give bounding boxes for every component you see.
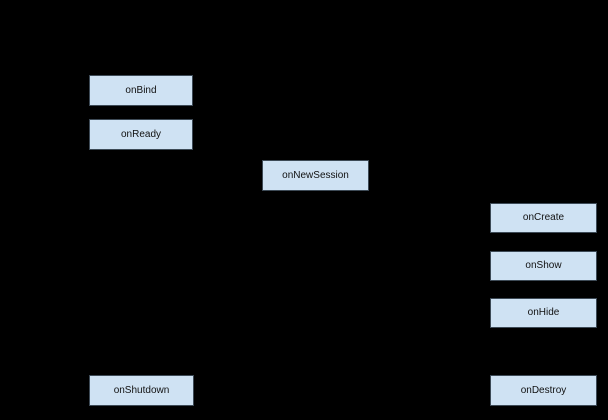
node-ondestroy-label: onDestroy [520,384,567,396]
node-onnewsession: onNewSession [262,160,369,191]
node-onhide: onHide [490,298,597,328]
node-oncreate: onCreate [490,203,597,233]
node-oncreate-label: onCreate [522,212,565,223]
node-onnewsession-label: onNewSession [282,169,349,181]
node-onshow-label: onShow [525,260,562,271]
node-onshutdown: onShutdown [89,375,194,406]
node-onshow: onShow [490,251,597,281]
node-onshutdown-label: onShutdown [113,384,170,396]
node-onready: onReady [89,119,193,150]
node-onready-label: onReady [120,128,162,140]
node-onbind: onBind [89,75,193,106]
node-onbind-label: onBind [125,84,157,96]
node-ondestroy: onDestroy [490,375,597,406]
node-onhide-label: onHide [527,307,560,318]
